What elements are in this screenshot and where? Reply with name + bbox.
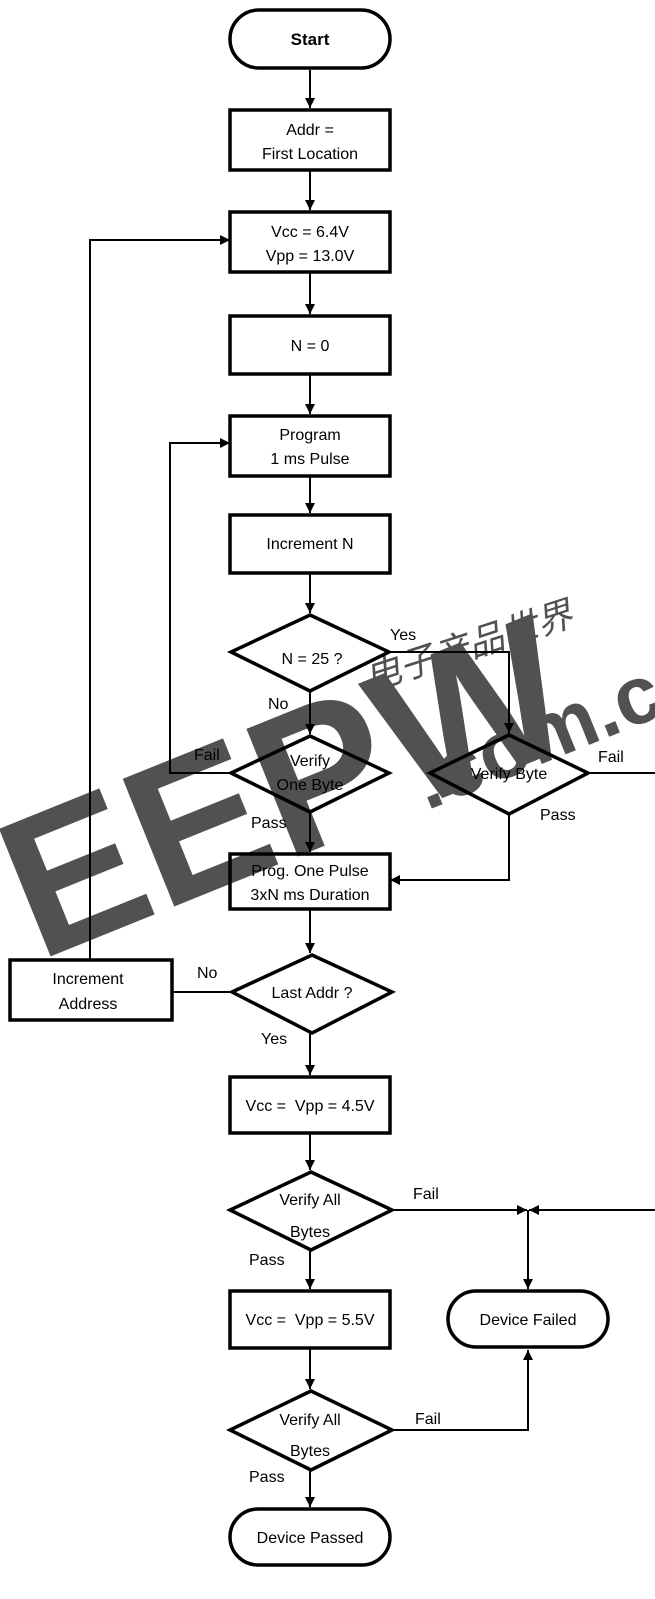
program-label-2: 1 ms Pulse xyxy=(270,451,349,468)
edge-verifyall2-fail xyxy=(392,1350,533,1431)
increment-address-box xyxy=(8,958,174,1022)
verify-one-byte-decision xyxy=(226,734,394,814)
n25-no-label: No xyxy=(268,696,289,713)
n-zero-box xyxy=(228,314,392,376)
last-addr-no-label: No xyxy=(197,965,218,982)
vcc-vpp-55-box xyxy=(228,1289,392,1350)
edge-incaddr-to-vcc xyxy=(89,235,230,960)
verify-one-pass-label: Pass xyxy=(251,815,287,832)
verify-all-1-label-2: Bytes xyxy=(290,1224,330,1241)
program-pulse-box xyxy=(228,414,392,478)
verify-all-1-fail-label: Fail xyxy=(413,1186,439,1203)
n25-yes-label: Yes xyxy=(390,627,416,644)
verify-all-1-label-1: Verify All xyxy=(279,1192,340,1209)
verify-all-1-pass-label: Pass xyxy=(249,1252,285,1269)
program-label-1: Program xyxy=(279,427,340,444)
device-failed-terminal xyxy=(446,1289,610,1349)
addr-first-box xyxy=(228,108,392,172)
edge-n25-yes xyxy=(389,651,514,733)
vcc-vpp-45-box xyxy=(228,1075,392,1135)
increment-address-label-1: Increment xyxy=(52,971,124,988)
addr-first-label-2: First Location xyxy=(262,146,358,163)
verify-all-2-pass-label: Pass xyxy=(249,1469,285,1486)
n-equals-25-label: N = 25 ? xyxy=(282,651,343,668)
vcc-vpp-45-label: Vcc = Vpp = 4.5V xyxy=(246,1098,375,1115)
addr-first-label-1: Addr = xyxy=(286,122,334,139)
prog-one-pulse-label-2: 3xN ms Duration xyxy=(250,887,369,904)
verify-one-byte-label-2: One Byte xyxy=(277,777,344,794)
verify-one-fail-label: Fail xyxy=(194,747,220,764)
verify-byte-decision xyxy=(426,733,592,816)
last-addr-yes-label: Yes xyxy=(261,1031,287,1048)
increment-n-label: Increment N xyxy=(266,536,353,553)
device-passed-label: Device Passed xyxy=(257,1530,364,1547)
prog-one-pulse-box xyxy=(228,852,392,911)
verify-byte-fail-label: Fail xyxy=(598,749,624,766)
verify-all-bytes-1-decision xyxy=(225,1170,397,1252)
last-addr-label: Last Addr ? xyxy=(272,985,353,1002)
vcc-vpp-label-2: Vpp = 13.0V xyxy=(266,248,355,265)
vcc-vpp-box xyxy=(228,210,392,274)
verify-byte-pass-label: Pass xyxy=(540,807,576,824)
increment-n-box xyxy=(228,513,392,575)
verify-all-2-fail-label: Fail xyxy=(415,1411,441,1428)
n-equals-25-decision xyxy=(226,613,394,693)
edge-verify-byte-pass xyxy=(390,814,510,885)
prog-one-pulse-label-1: Prog. One Pulse xyxy=(251,863,369,880)
n-zero-label: N = 0 xyxy=(291,338,330,355)
verify-all-2-label-2: Bytes xyxy=(290,1443,330,1460)
verify-byte-label: Verify Byte xyxy=(471,766,548,783)
increment-address-label-2: Address xyxy=(59,996,118,1013)
last-addr-decision xyxy=(228,953,396,1035)
verify-all-2-label-1: Verify All xyxy=(279,1412,340,1429)
device-failed-label: Device Failed xyxy=(480,1312,577,1329)
vcc-vpp-label-1: Vcc = 6.4V xyxy=(271,224,349,241)
start-label: Start xyxy=(291,30,330,49)
vcc-vpp-55-label: Vcc = Vpp = 5.5V xyxy=(246,1312,375,1329)
device-passed-terminal xyxy=(228,1507,392,1567)
edge-verify-one-fail xyxy=(169,438,231,774)
start-terminal xyxy=(228,8,392,70)
verify-all-bytes-2-decision xyxy=(226,1389,396,1472)
verify-one-byte-label-1: Verify xyxy=(290,753,330,770)
